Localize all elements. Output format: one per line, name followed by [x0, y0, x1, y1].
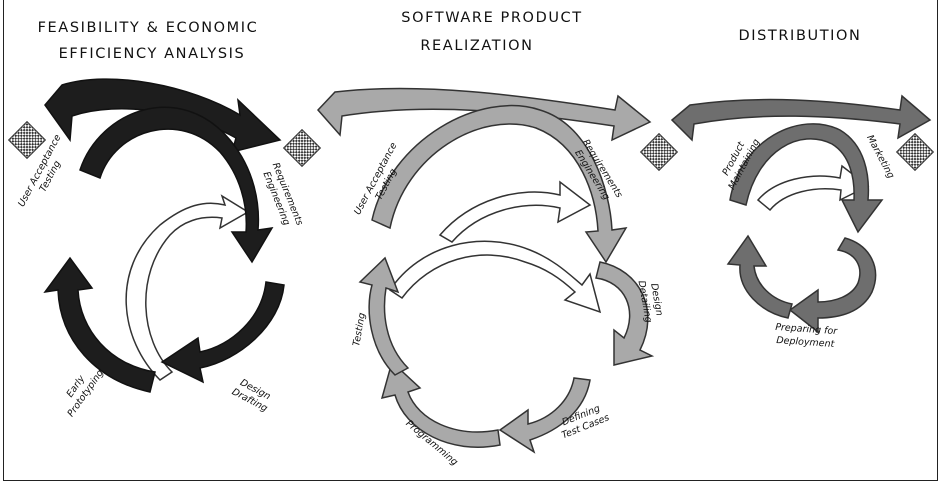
phase1-arrow-left — [43, 256, 156, 393]
phase1-arrow-right — [79, 106, 274, 264]
step-label: Marketing — [864, 133, 896, 180]
phase3-arrow-right — [788, 237, 877, 334]
phase1-cycle — [43, 78, 285, 393]
phase1-step-design-drafting: Design Drafting — [230, 377, 272, 414]
step-label: Testing — [351, 312, 368, 347]
phase3-step-marketing: Marketing — [864, 133, 896, 180]
phase2-cycle — [316, 87, 655, 454]
phase3-cycle — [670, 94, 932, 334]
phase2-arrow-left — [358, 256, 410, 376]
phase1-step-early-prototyping: Early Prototyping — [65, 368, 107, 419]
milestone-grid-icon — [895, 132, 935, 172]
phase2-step-testing: Testing — [351, 312, 368, 347]
milestone-grid-icon — [282, 128, 322, 168]
phase2-arrow-bottom-right — [498, 377, 591, 454]
phase3-arrow-top — [670, 94, 932, 142]
phase1-title-line1: FEASIBILITY & ECONOMIC — [38, 20, 259, 36]
phase2-title-line2: REALIZATION — [420, 38, 533, 54]
phase2-title-line1: SOFTWARE PRODUCT — [401, 10, 582, 26]
step-label: Deployment — [776, 335, 836, 350]
step-label: Preparing for — [775, 322, 839, 337]
phase1-inner-arrow — [125, 194, 250, 381]
phase2-arrow-arc — [371, 104, 628, 264]
phase3-arrow-arc — [729, 123, 884, 234]
milestone-grid-icon — [639, 132, 679, 172]
phase3-step-preparing-deployment: Preparing for Deployment — [775, 322, 839, 350]
phase1-arrow-top — [44, 78, 282, 154]
phase1-arrow-bottom-right — [160, 281, 285, 384]
phase2-arrow-bottom — [380, 360, 501, 448]
phase2-inner-arrow — [388, 240, 602, 314]
phase3-arrow-left — [726, 234, 793, 319]
phase3-title: DISTRIBUTION — [738, 28, 861, 44]
phase1-step-requirements: Requirements Engineering — [260, 161, 305, 227]
phase1-title-line2: EFFICIENCY ANALYSIS — [59, 46, 246, 62]
phase2-arrow-right — [595, 261, 655, 366]
milestone-grid-icon — [7, 120, 47, 160]
phase2-arrow-top — [316, 87, 652, 142]
phase2-inner-arrow-2 — [438, 180, 592, 243]
